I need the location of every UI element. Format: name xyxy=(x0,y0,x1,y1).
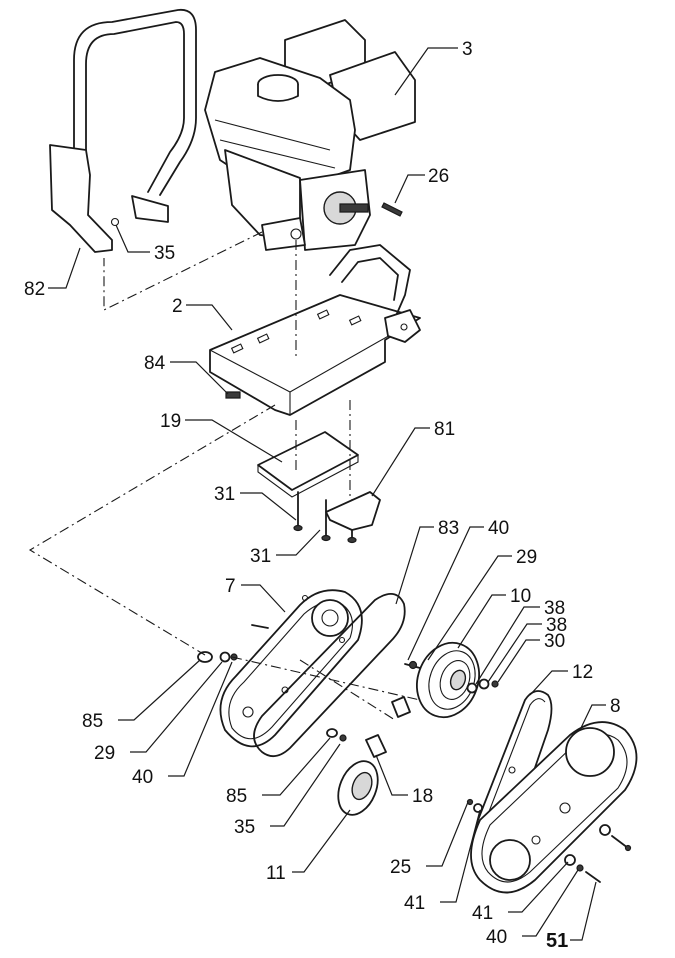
callout-51: 51 xyxy=(546,930,568,952)
leader-lines xyxy=(48,47,606,941)
washers-85-29-40 xyxy=(197,624,347,742)
callout-26: 26 xyxy=(428,166,449,187)
callout-31: 31 xyxy=(214,484,235,505)
belt-guard-outer xyxy=(470,721,638,894)
callout-3: 3 xyxy=(462,39,473,60)
callout-38: 38 xyxy=(544,598,565,619)
callout-41: 41 xyxy=(404,893,425,914)
callout-10: 10 xyxy=(510,586,531,607)
engine xyxy=(204,19,416,251)
callout-8: 8 xyxy=(610,696,621,717)
mounting-plate xyxy=(209,244,421,416)
isolator-pad xyxy=(257,431,359,498)
callout-40: 40 xyxy=(132,767,153,788)
pulley-10 xyxy=(416,641,480,719)
callout-41: 41 xyxy=(472,903,493,924)
callout-7: 7 xyxy=(225,576,236,597)
callout-29: 29 xyxy=(516,547,537,568)
callout-29: 29 xyxy=(94,743,115,764)
callout-35: 35 xyxy=(234,817,255,838)
callout-25: 25 xyxy=(390,857,411,878)
callout-40: 40 xyxy=(488,518,509,539)
callout-11: 11 xyxy=(266,863,286,884)
pulley-11 xyxy=(337,760,379,816)
key-26 xyxy=(381,202,403,217)
spacer-18 xyxy=(365,734,387,758)
handle-assembly xyxy=(49,8,197,253)
callout-84: 84 xyxy=(144,353,166,374)
callout-81: 81 xyxy=(434,419,455,440)
washers-38-30 xyxy=(404,660,499,694)
callout-19: 19 xyxy=(160,411,181,432)
alignment-lines xyxy=(28,231,421,721)
bracket-81 xyxy=(325,491,381,531)
callout-labels: 3 26 35 82 2 84 19 81 31 31 83 40 29 7 1… xyxy=(24,39,621,952)
callout-2: 2 xyxy=(172,296,183,317)
callout-38: 38 xyxy=(546,615,567,636)
callout-12: 12 xyxy=(572,662,593,683)
belt-guard-inner xyxy=(219,589,363,748)
callout-85: 85 xyxy=(82,711,103,732)
callout-35: 35 xyxy=(154,243,175,264)
bolts-31 xyxy=(293,491,357,544)
callout-83: 83 xyxy=(438,518,459,539)
belt-83 xyxy=(253,593,406,758)
callout-30: 30 xyxy=(544,631,565,652)
callout-82: 82 xyxy=(24,279,45,300)
callout-18: 18 xyxy=(412,786,433,807)
callout-85: 85 xyxy=(226,786,247,807)
spacer-18b xyxy=(391,696,411,718)
callout-31: 31 xyxy=(250,546,271,567)
callout-40: 40 xyxy=(486,927,507,948)
